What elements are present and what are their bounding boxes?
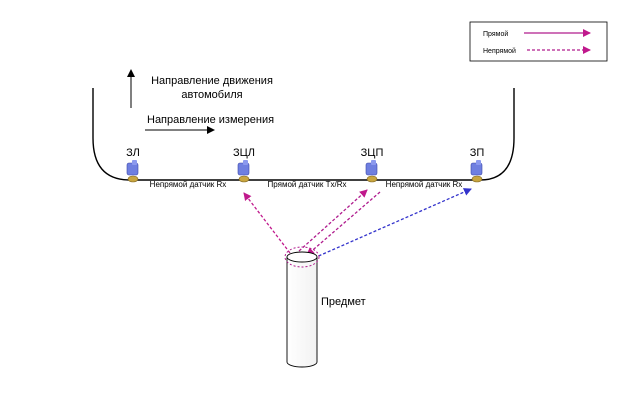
sensor-zcp <box>365 160 378 183</box>
sensor-zcl <box>237 160 250 183</box>
car-direction-label-line2: автомобиля <box>181 89 242 101</box>
indirect-path-zcl <box>243 192 291 254</box>
bumper-outline <box>92 88 515 181</box>
segment-label-right: Непрямой датчик Rx <box>386 180 463 189</box>
segment-label-center: Прямой датчик Tx/Rx <box>268 180 347 189</box>
object-cylinder <box>284 246 320 368</box>
sensor-zp <box>470 160 483 183</box>
legend: Прямой Непрямой <box>469 21 608 62</box>
legend-direct-label: Прямой <box>483 30 508 38</box>
sensor-label-zl: ЗЛ <box>126 147 140 159</box>
direct-path-zcp-return <box>298 189 368 252</box>
sensor-zl <box>126 160 139 183</box>
legend-box <box>469 21 608 62</box>
sensor-label-zcp: ЗЦП <box>361 147 384 159</box>
measure-direction-label: Направление измерения <box>147 114 274 126</box>
segment-label-left: Непрямой датчик Rx <box>150 180 227 189</box>
sensor-label-zcl: ЗЦЛ <box>233 147 255 159</box>
indirect-path-zp <box>313 188 472 259</box>
sensor-label-zp: ЗП <box>470 147 485 159</box>
direct-path-zcp-emit <box>306 191 381 256</box>
car-direction-label-line1: Направление движения <box>151 75 273 87</box>
object-label: Предмет <box>321 296 366 308</box>
legend-indirect-label: Непрямой <box>483 47 516 55</box>
